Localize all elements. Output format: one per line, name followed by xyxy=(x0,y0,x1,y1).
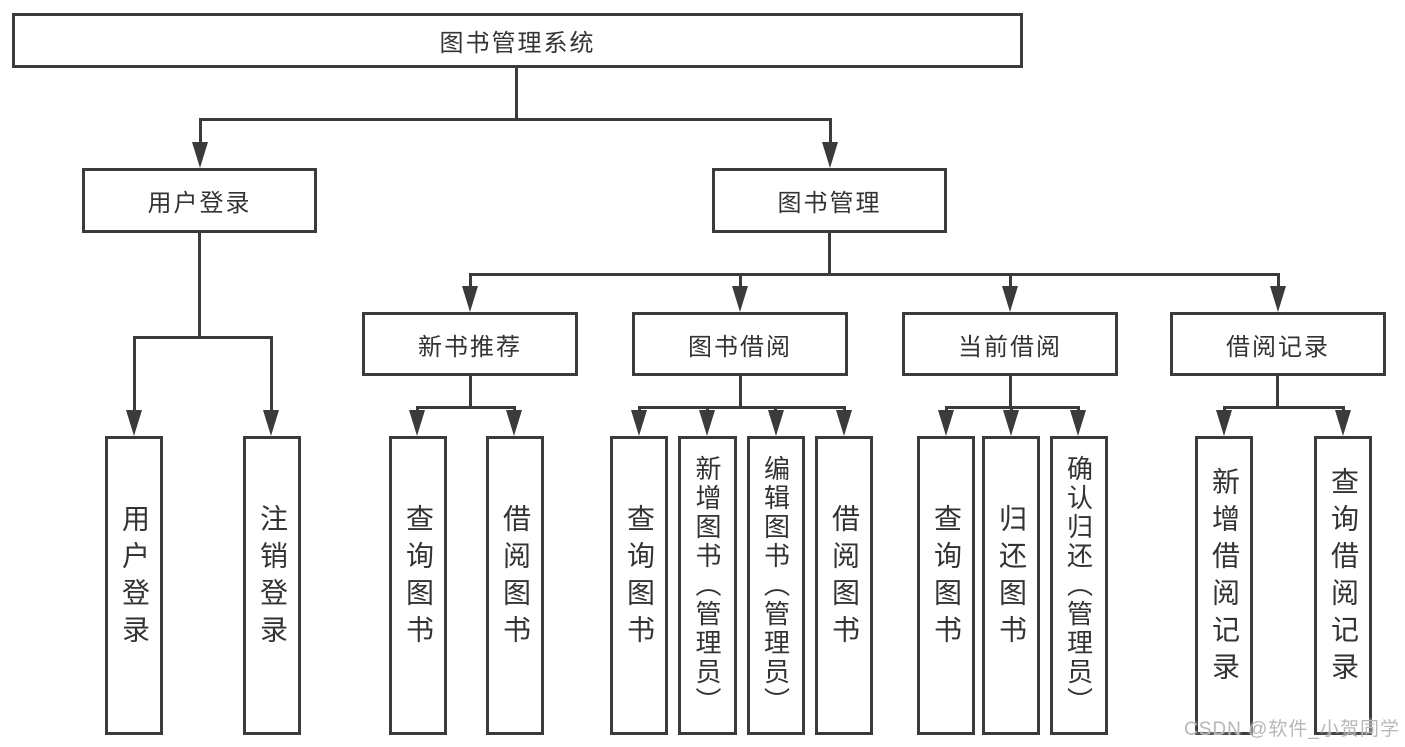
node-label: 用户登录 xyxy=(147,190,252,217)
node-label: 图书管理系统 xyxy=(439,30,596,57)
arrow-down-icon xyxy=(1216,410,1232,436)
node-label: 新书推荐 xyxy=(418,333,522,361)
arrow-down-icon xyxy=(768,410,784,436)
connector-vline xyxy=(739,376,742,406)
connector-vline xyxy=(469,376,472,406)
leaf-query-books-recommend: 查询图书 xyxy=(389,436,447,735)
arrow-down-icon xyxy=(192,142,208,168)
leaf-borrow-books-recommend: 借阅图书 xyxy=(486,436,544,735)
node-label: 注销登录 xyxy=(257,503,288,652)
node-user-login: 用户登录 xyxy=(82,168,317,233)
connector-vline xyxy=(829,118,832,144)
connector-vline xyxy=(270,336,273,412)
node-label: 借阅图书 xyxy=(829,503,860,652)
leaf-query-books-current: 查询图书 xyxy=(917,436,975,735)
connector-vline xyxy=(515,68,518,118)
arrow-down-icon xyxy=(822,142,838,168)
connector-vline xyxy=(1009,376,1012,406)
leaf-confirm-return-admin: 确认归还（管理员） xyxy=(1050,436,1108,735)
leaf-logout: 注销登录 xyxy=(243,436,301,735)
connector-hline xyxy=(199,118,832,121)
arrow-down-icon xyxy=(263,410,279,436)
node-label: 查询借阅记录 xyxy=(1328,466,1359,689)
node-label: 查询图书 xyxy=(624,503,655,652)
connector-vline xyxy=(1276,376,1279,406)
node-label: 用户登录 xyxy=(119,503,150,652)
arrow-down-icon xyxy=(1002,286,1018,312)
arrow-down-icon xyxy=(1003,410,1019,436)
node-label: 编辑图书（管理员） xyxy=(760,455,791,716)
node-label: 查询图书 xyxy=(403,503,434,652)
node-borrowing-records: 借阅记录 xyxy=(1170,312,1386,376)
node-book-management: 图书管理 xyxy=(712,168,947,233)
node-label: 新增图书（管理员） xyxy=(692,455,722,716)
node-label: 新增借阅记录 xyxy=(1209,466,1240,689)
arrow-down-icon xyxy=(126,410,142,436)
arrow-down-icon xyxy=(732,286,748,312)
arrow-down-icon xyxy=(506,410,522,436)
arrow-down-icon xyxy=(1270,286,1286,312)
connector-vline xyxy=(739,273,742,288)
arrow-down-icon xyxy=(938,410,954,436)
arrow-down-icon xyxy=(836,410,852,436)
node-label: 借阅图书 xyxy=(500,503,531,652)
connector-vline xyxy=(1277,273,1280,288)
leaf-add-borrow-record: 新增借阅记录 xyxy=(1195,436,1253,735)
arrow-down-icon xyxy=(1070,410,1086,436)
connector-hline xyxy=(469,273,1279,276)
node-label: 确认归还（管理员） xyxy=(1063,455,1094,716)
leaf-query-borrow-record: 查询借阅记录 xyxy=(1314,436,1372,735)
leaf-edit-books-admin: 编辑图书（管理员） xyxy=(747,436,805,735)
node-label: 查询图书 xyxy=(931,503,962,652)
node-current-borrowing: 当前借阅 xyxy=(902,312,1118,376)
connector-hline xyxy=(638,406,845,409)
node-label: 借阅记录 xyxy=(1226,333,1330,361)
node-label: 当前借阅 xyxy=(958,333,1062,361)
leaf-add-books-admin: 新增图书（管理员） xyxy=(678,436,737,735)
node-label: 图书借阅 xyxy=(688,333,792,361)
connector-vline xyxy=(133,336,136,412)
leaf-query-books-borrowing: 查询图书 xyxy=(610,436,668,735)
node-book-borrowing: 图书借阅 xyxy=(632,312,848,376)
connector-vline xyxy=(198,233,201,336)
connector-hline xyxy=(1223,406,1344,409)
leaf-return-books: 归还图书 xyxy=(982,436,1040,735)
csdn-watermark: CSDN @软件_小贺同学 xyxy=(1184,719,1400,740)
arrow-down-icon xyxy=(699,410,715,436)
connector-hline xyxy=(133,336,273,339)
leaf-borrow-books: 借阅图书 xyxy=(815,436,873,735)
connector-hline xyxy=(416,406,515,409)
connector-vline xyxy=(199,118,202,144)
arrow-down-icon xyxy=(409,410,425,436)
leaf-user-login: 用户登录 xyxy=(105,436,163,735)
arrow-down-icon xyxy=(631,410,647,436)
arrow-down-icon xyxy=(462,286,478,312)
node-label: 归还图书 xyxy=(996,503,1027,652)
connector-vline xyxy=(1009,273,1012,288)
connector-vline xyxy=(469,273,472,288)
node-library-management-system: 图书管理系统 xyxy=(12,13,1023,68)
node-new-book-recommendation: 新书推荐 xyxy=(362,312,578,376)
node-label: 图书管理 xyxy=(777,190,882,217)
arrow-down-icon xyxy=(1335,410,1351,436)
connector-vline xyxy=(828,233,831,273)
